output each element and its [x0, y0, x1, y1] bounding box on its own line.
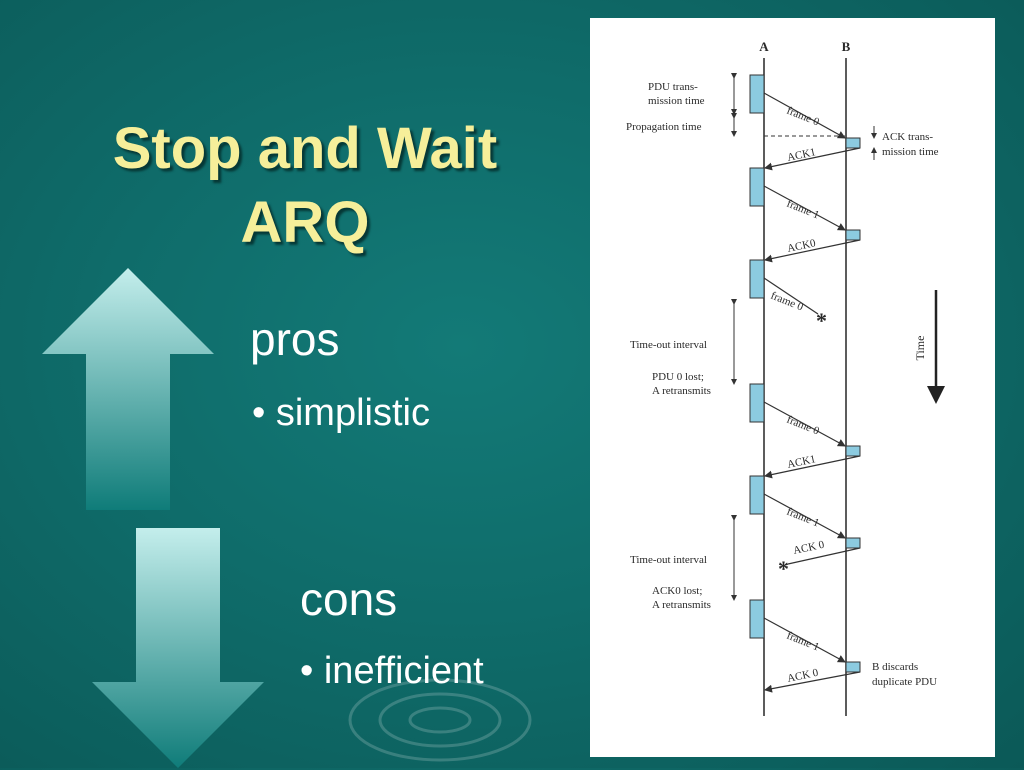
pros-label: pros: [250, 313, 340, 365]
discard-label-1: B discards: [872, 661, 918, 673]
background-ripple: [348, 678, 532, 762]
msg-ack0-1: [764, 239, 861, 263]
label-ack1-2: ACK1: [786, 453, 817, 471]
label-ack0-lost: ACK 0: [792, 539, 826, 557]
cons-label: cons: [300, 573, 398, 625]
label-frame0-1: frame 0: [785, 105, 821, 129]
msg-frame0-lost: [763, 277, 819, 315]
pdu-lost-label-1: PDU 0 lost;: [652, 371, 704, 383]
label-ack1-1: ACK1: [786, 146, 817, 164]
label-ack0-1: ACK0: [786, 237, 817, 255]
arrow-down-icon: [92, 528, 264, 768]
lost-marker-ack: *: [778, 556, 789, 581]
time-arrow-head-icon: [927, 386, 945, 404]
msg-frame1-3: [763, 617, 846, 663]
slide-title: Stop and Wait ARQ: [40, 112, 570, 260]
ack-lost-label-1: ACK0 lost;: [652, 585, 702, 597]
msg-frame0-2: [763, 401, 846, 447]
msg-ack0-2: [764, 671, 861, 693]
label-frame1-3: frame 1: [785, 630, 821, 654]
msg-ack1-1: [764, 147, 861, 171]
title-line-1: Stop and Wait: [112, 116, 498, 181]
msg-frame1-2: [763, 493, 846, 539]
station-b-label: B: [842, 39, 851, 54]
arq-diagram: A B: [626, 39, 945, 716]
msg-ack1-2: [764, 455, 861, 479]
station-a-label: A: [759, 39, 769, 54]
time-axis-label: Time: [913, 336, 927, 361]
msg-frame1-1: [763, 185, 846, 231]
ack-tx-time-label-2: mission time: [882, 146, 939, 158]
msg-ack0-lost: [787, 547, 861, 565]
pdu-lost-label-2: A retransmits: [652, 385, 711, 397]
cons-bullet: • inefficient: [300, 650, 484, 692]
propagation-time-label: Propagation time: [626, 121, 702, 133]
msg-frame0-1: [763, 92, 846, 139]
pdu-tx-time-label-1: PDU trans-: [648, 81, 698, 93]
pros-bullet: • simplistic: [252, 392, 430, 434]
ack-tx-time-label-1: ACK trans-: [882, 131, 933, 143]
discard-label-2: duplicate PDU: [872, 676, 937, 688]
ack-lost-label-2: A retransmits: [652, 599, 711, 611]
label-frame0-2: frame 0: [785, 414, 821, 438]
lost-marker-frame: *: [816, 308, 827, 333]
title-line-2: ARQ: [240, 190, 370, 255]
pdu-tx-time-label-2: mission time: [648, 95, 705, 107]
timeout-interval-label-1: Time-out interval: [630, 339, 707, 351]
label-ack0-2: ACK 0: [786, 667, 820, 685]
timeout-interval-label-2: Time-out interval: [630, 554, 707, 566]
arrow-up-icon: [42, 268, 214, 510]
ack-boxes-b: [845, 137, 861, 673]
label-frame1-2: frame 1: [785, 506, 821, 530]
frame-boxes-a: [749, 74, 765, 639]
label-frame1-1: frame 1: [785, 198, 821, 222]
arq-diagram-panel: A B: [590, 18, 995, 757]
